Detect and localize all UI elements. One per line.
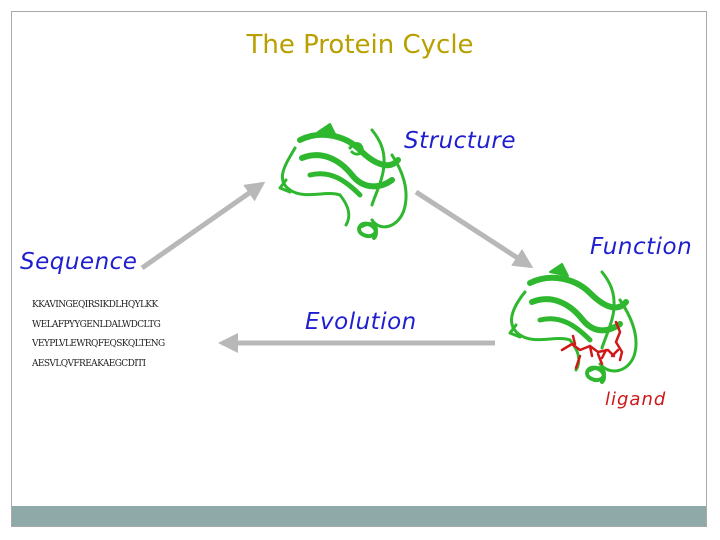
slide-frame <box>11 11 707 527</box>
label-structure: Structure <box>404 128 516 154</box>
protein-ligand-complex-image <box>508 263 638 384</box>
sequence-line: KKAVINGEQIRSIKDLHQYLKK <box>32 300 158 310</box>
label-sequence: Sequence <box>20 249 138 275</box>
arrow-structure-to-function <box>414 189 534 269</box>
label-function: Function <box>590 234 693 260</box>
protein-structure-image <box>278 123 408 240</box>
sequence-line: AESVLQVFREAKAEGCDITI <box>32 358 146 369</box>
sequence-line: VEYPLVLEWRQFEQSKQLTENG <box>32 339 165 349</box>
label-ligand: ligand <box>605 389 667 410</box>
label-evolution: Evolution <box>305 309 417 335</box>
sequence-line: WELAFPYYGENLDALWDCLTG <box>32 319 161 330</box>
arrow-sequence-to-structure <box>140 181 266 271</box>
footer-bar <box>12 506 706 526</box>
amino-acid-sequence: KKAVINGEQIRSIKDLHQYLKK WELAFPYYGENLDALWD… <box>32 296 165 374</box>
slide-title: The Protein Cycle <box>246 30 474 60</box>
